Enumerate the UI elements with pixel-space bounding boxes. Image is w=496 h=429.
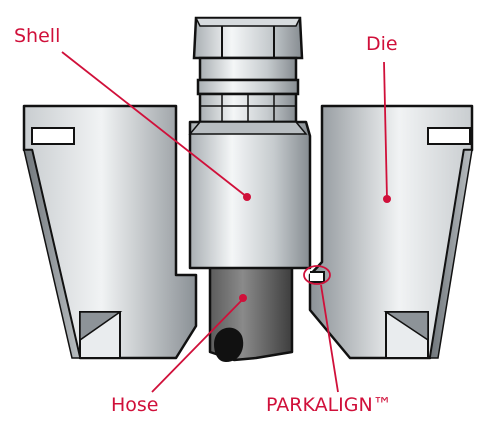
leader-dots — [239, 193, 391, 302]
die-dot — [383, 195, 391, 203]
hose-dot — [239, 294, 247, 302]
parkalign-highlight-circle — [303, 265, 331, 285]
hose-leader — [151, 298, 244, 393]
shell-fitting — [188, 16, 312, 270]
die-label: Die — [366, 33, 398, 55]
leader-lines — [61, 51, 388, 393]
parkalign-label: PARKALIGN™ — [266, 394, 392, 416]
right-die — [308, 104, 474, 360]
shell-dot — [243, 193, 251, 201]
die-leader — [383, 61, 388, 200]
hose-cutaway — [214, 327, 244, 362]
left-die — [22, 104, 198, 360]
shell-leader — [61, 51, 248, 198]
parkalign-leader — [320, 284, 339, 393]
shell-label: Shell — [14, 25, 61, 47]
hose — [208, 260, 294, 362]
hose-label: Hose — [111, 394, 159, 416]
